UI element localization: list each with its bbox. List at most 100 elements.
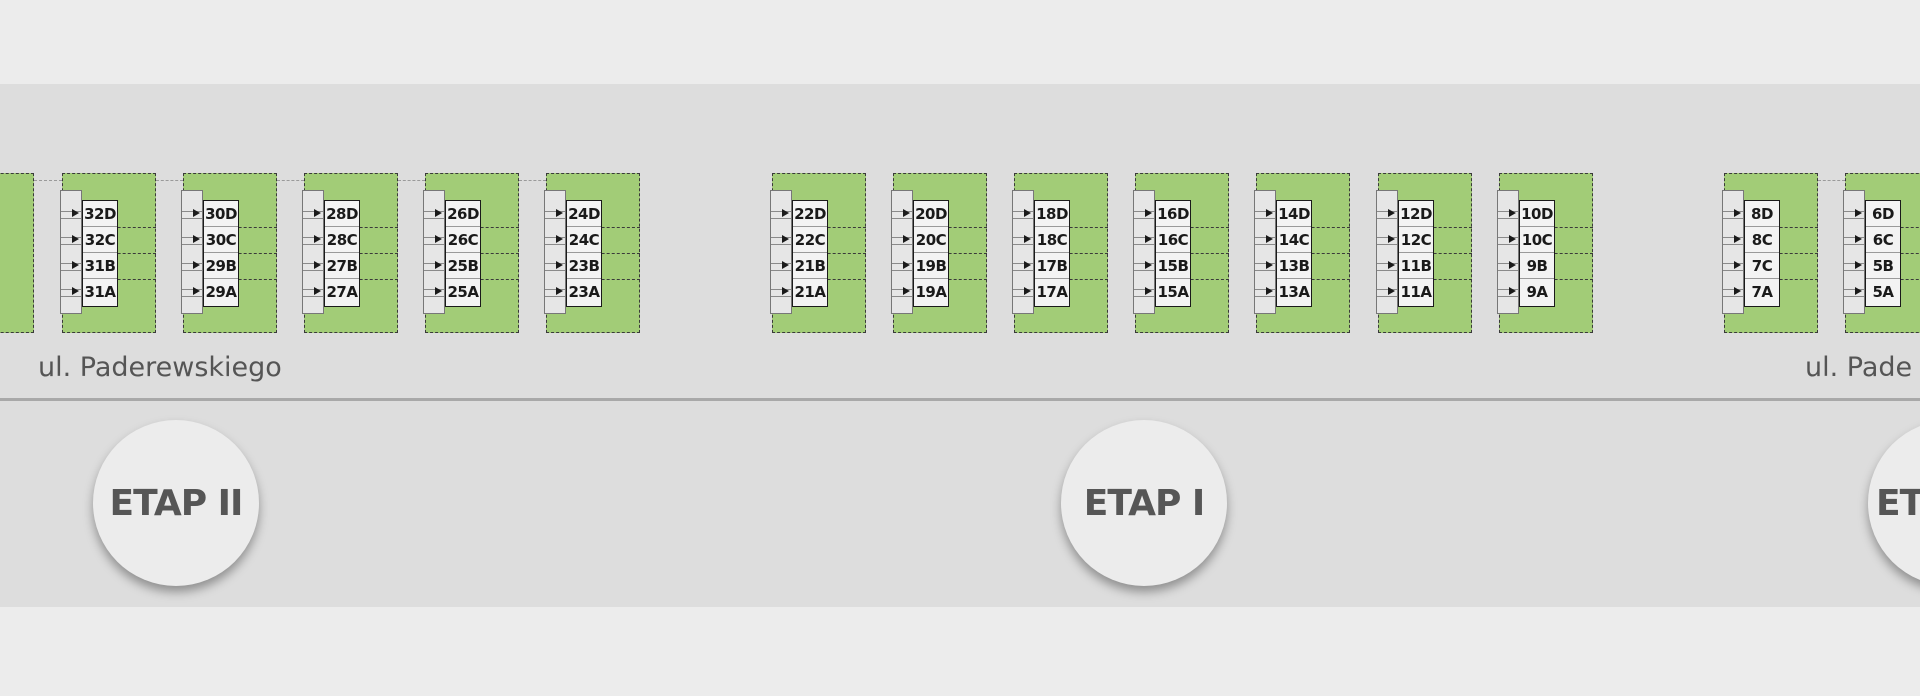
unit-25b[interactable]: 25B — [446, 253, 480, 279]
unit-30c[interactable]: 30C — [204, 227, 238, 253]
unit-28d[interactable]: 28D — [325, 201, 359, 227]
entrance-arrow-icon — [556, 209, 563, 217]
stair-step — [545, 244, 565, 245]
unit-21b[interactable]: 21B — [793, 253, 827, 279]
stair-step — [61, 218, 81, 219]
unit-22c[interactable]: 22C — [793, 227, 827, 253]
unit-21a[interactable]: 21A — [794, 283, 826, 301]
unit-11a[interactable]: 11A — [1400, 283, 1432, 301]
unit-23b[interactable]: 23B — [567, 253, 601, 279]
unit-20c[interactable]: 20C — [914, 227, 948, 253]
unit-5a[interactable]: 5A — [1872, 283, 1894, 301]
stair-step — [1498, 270, 1518, 271]
unit-31a[interactable]: 31A — [84, 283, 116, 301]
unit-7a[interactable]: 7A — [1751, 283, 1773, 301]
unit-14d[interactable]: 14D — [1277, 201, 1311, 227]
unit-27b[interactable]: 27B — [325, 253, 359, 279]
unit-16c[interactable]: 16C — [1156, 227, 1190, 253]
unit-12c[interactable]: 12C — [1399, 227, 1433, 253]
entrance-arrow-icon — [1024, 287, 1031, 295]
unit-17b[interactable]: 17B — [1035, 253, 1069, 279]
unit-20d[interactable]: 20D — [914, 201, 948, 227]
unit-9a[interactable]: 9A — [1526, 283, 1548, 301]
stage-badge-etap-2[interactable]: ETAP II — [93, 420, 259, 586]
unit-30d[interactable]: 30D — [204, 201, 238, 227]
entrance-arrow-icon — [1734, 287, 1741, 295]
unit-5b[interactable]: 5B — [1866, 253, 1900, 279]
stage-badge-etap-1[interactable]: ETAP I — [1061, 420, 1227, 586]
unit-6c[interactable]: 6C — [1866, 227, 1900, 253]
unit-13a[interactable]: 13A — [1278, 283, 1310, 301]
stair-step — [182, 289, 202, 290]
unit-24c[interactable]: 24C — [567, 227, 601, 253]
entrance-arrow-icon — [193, 287, 200, 295]
unit-31b[interactable]: 31B — [83, 253, 117, 279]
stair-step — [182, 237, 202, 238]
stair-step — [424, 270, 444, 271]
unit-15a[interactable]: 15A — [1157, 283, 1189, 301]
stair-step — [61, 263, 81, 264]
unit-32c[interactable]: 32C — [83, 227, 117, 253]
stair-step — [1255, 218, 1275, 219]
unit-26c[interactable]: 26C — [446, 227, 480, 253]
unit-29a[interactable]: 29A — [205, 283, 237, 301]
unit-19b[interactable]: 19B — [914, 253, 948, 279]
entrance-arrow-icon — [72, 209, 79, 217]
unit-15b[interactable]: 15B — [1156, 253, 1190, 279]
unit-27a[interactable]: 27A — [326, 283, 358, 301]
unit-24d[interactable]: 24D — [567, 201, 601, 227]
unit-8d[interactable]: 8D — [1745, 201, 1779, 227]
entrance-arrow-icon — [1388, 209, 1395, 217]
entrance-arrow-icon — [72, 235, 79, 243]
unit-32d[interactable]: 32D — [83, 201, 117, 227]
stair-step — [1723, 218, 1743, 219]
stair-step — [1723, 211, 1743, 212]
stair-step — [1377, 289, 1397, 290]
stair-step — [1255, 237, 1275, 238]
unit-9b[interactable]: 9B — [1520, 253, 1554, 279]
unit-7c[interactable]: 7C — [1745, 253, 1779, 279]
plot-connector — [1818, 180, 1845, 181]
unit-23a[interactable]: 23A — [568, 283, 600, 301]
unit-10c[interactable]: 10C — [1520, 227, 1554, 253]
unit-12d[interactable]: 12D — [1399, 201, 1433, 227]
unit-18d[interactable]: 18D — [1035, 201, 1069, 227]
unit-8c[interactable]: 8C — [1745, 227, 1779, 253]
entrance-arrow-icon — [1509, 209, 1516, 217]
unit-16d[interactable]: 16D — [1156, 201, 1190, 227]
unit-13b[interactable]: 13B — [1277, 253, 1311, 279]
entrance-stairs — [1254, 190, 1276, 314]
stair-step — [545, 270, 565, 271]
entrance-arrow-icon — [1509, 235, 1516, 243]
unit-18c[interactable]: 18C — [1035, 227, 1069, 253]
entrance-arrow-icon — [1145, 235, 1152, 243]
unit-28c[interactable]: 28C — [325, 227, 359, 253]
unit-19a[interactable]: 19A — [915, 283, 947, 301]
unit-14c[interactable]: 14C — [1277, 227, 1311, 253]
unit-29b[interactable]: 29B — [204, 253, 238, 279]
unit-26d[interactable]: 26D — [446, 201, 480, 227]
unit-17a[interactable]: 17A — [1036, 283, 1068, 301]
stair-step — [545, 296, 565, 297]
entrance-arrow-icon — [1145, 261, 1152, 269]
unit-10d[interactable]: 10D — [1520, 201, 1554, 227]
unit-22d[interactable]: 22D — [793, 201, 827, 227]
entrance-arrow-icon — [1145, 209, 1152, 217]
unit-6d[interactable]: 6D — [1866, 201, 1900, 227]
unit-25a[interactable]: 25A — [447, 283, 479, 301]
unit-11b[interactable]: 11B — [1399, 253, 1433, 279]
